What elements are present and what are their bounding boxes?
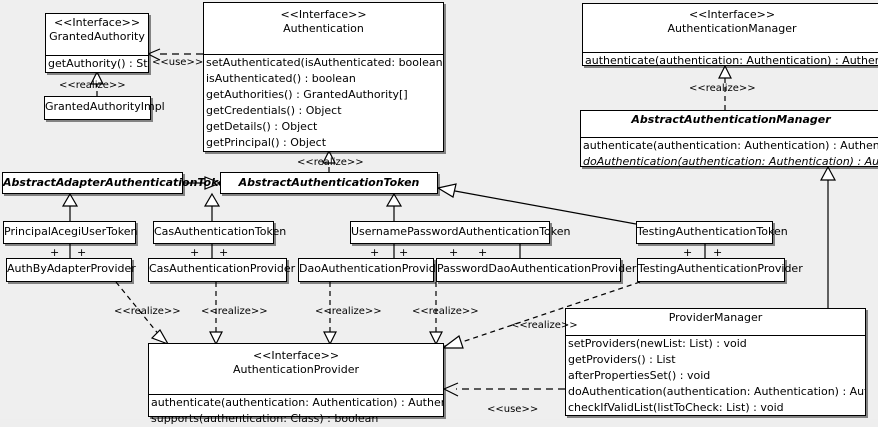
- class-name-granted-authority: GrantedAuthority: [49, 30, 145, 43]
- class-box-password-dao-authentication-provider[interactable]: PasswordDaoAuthenticationProvider: [436, 258, 637, 282]
- class-box-abstract-authentication-manager[interactable]: AbstractAuthenticationManager authentica…: [580, 110, 878, 170]
- edge-label-realize-auth-by-adapter: <<realize>>: [114, 306, 181, 317]
- class-box-provider-manager[interactable]: ProviderManager setProviders(newList: Li…: [565, 308, 866, 416]
- stereotype-interface: <<Interface>>: [280, 8, 367, 21]
- member-get-principal: getPrincipal() : Object: [206, 136, 327, 149]
- class-name-testing-authentication-provider: TestingAuthenticationProvider: [638, 262, 803, 275]
- class-members-provider-manager: setProviders(newList: List) : void getPr…: [566, 336, 865, 416]
- member-get-credentials: getCredentials() : Object: [206, 104, 342, 117]
- class-name-abstract-authentication-manager: AbstractAuthenticationManager: [631, 113, 831, 126]
- member-get-details: getDetails() : Object: [206, 120, 318, 133]
- class-box-testing-authentication-token[interactable]: TestingAuthenticationToken: [636, 221, 788, 244]
- edge-label-use-provider-manager: <<use>>: [487, 404, 539, 415]
- class-members-abstract-authentication-manager: authenticate(authentication: Authenticat…: [581, 138, 878, 170]
- class-header-authentication-manager: <<Interface>> AuthenticationManager: [583, 4, 878, 53]
- class-box-granted-authority-impl[interactable]: GrantedAuthorityImpl: [44, 96, 165, 120]
- member-set-providers: setProviders(newList: List) : void: [568, 337, 747, 350]
- class-box-authentication-provider[interactable]: <<Interface>> AuthenticationProvider aut…: [148, 343, 444, 425]
- class-name-username-password-authentication-token: UsernamePasswordAuthenticationToken: [351, 225, 571, 238]
- class-box-principal-acegi-user-token[interactable]: PrincipalAcegiUserToken: [3, 221, 138, 244]
- class-box-cas-authentication-token[interactable]: CasAuthenticationToken: [153, 221, 287, 244]
- class-header-provider-manager: ProviderManager: [566, 309, 865, 336]
- class-header-granted-authority: <<Interface>> GrantedAuthority: [46, 14, 148, 56]
- class-box-dao-authentication-provider[interactable]: DaoAuthenticationProvider: [298, 258, 447, 282]
- class-name-cas-authentication-provider: CasAuthenticationProvider: [149, 262, 296, 275]
- association-role-marker: +: [190, 246, 200, 259]
- edge-label-realize-abstract-auth-manager: <<realize>>: [689, 83, 756, 94]
- class-box-abstract-authentication-token[interactable]: AbstractAuthenticationToken: [220, 172, 438, 194]
- class-members-authentication-provider: authenticate(authentication: Authenticat…: [149, 395, 443, 427]
- member-after-properties-set: afterPropertiesSet() : void: [568, 369, 711, 382]
- class-box-username-password-authentication-token[interactable]: UsernamePasswordAuthenticationToken: [350, 221, 571, 244]
- association-role-marker: +: [50, 246, 60, 259]
- class-name-authentication: Authentication: [283, 22, 364, 35]
- edge-label-realize-password-dao-provider: <<realize>>: [412, 306, 479, 317]
- class-name-authentication-provider: AuthenticationProvider: [232, 363, 360, 376]
- association-role-marker: +: [449, 246, 459, 259]
- association-role-marker: +: [219, 246, 229, 259]
- stereotype-interface: <<Interface>>: [252, 349, 340, 362]
- class-name-cas-authentication-token: CasAuthenticationToken: [154, 225, 287, 238]
- member-do-authentication: doAuthentication(authentication: Authent…: [568, 385, 865, 398]
- class-name-abstract-authentication-token: AbstractAuthenticationToken: [238, 176, 420, 189]
- member-supports: supports(authentication: Class) : boolea…: [151, 412, 379, 425]
- class-members-granted-authority: getAuthority() : String: [46, 56, 148, 72]
- class-box-auth-by-adapter-provider[interactable]: AuthByAdapterProvider: [6, 258, 136, 282]
- class-box-testing-authentication-provider[interactable]: TestingAuthenticationProvider: [637, 258, 803, 282]
- class-name-testing-authentication-token: TestingAuthenticationToken: [637, 225, 788, 238]
- association-role-marker: +: [77, 246, 87, 259]
- association-role-marker: +: [713, 246, 723, 259]
- member-authenticate: authenticate(authentication: Authenticat…: [585, 54, 878, 67]
- stereotype-interface: <<Interface>>: [53, 16, 141, 29]
- class-header-authentication: <<Interface>> Authentication: [204, 3, 443, 55]
- edge-label-realize-abstract-token: <<realize>>: [297, 157, 364, 168]
- edge-label-use-granted-authority: <<use>>: [152, 57, 204, 68]
- member-is-authenticated: isAuthenticated() : boolean: [206, 72, 356, 85]
- edge-label-realize-cas-provider: <<realize>>: [201, 306, 268, 317]
- class-name-authentication-manager: AuthenticationManager: [667, 22, 797, 35]
- member-authenticate: authenticate(authentication: Authenticat…: [151, 396, 443, 409]
- class-box-authentication-manager[interactable]: <<Interface>> AuthenticationManager auth…: [582, 3, 878, 69]
- class-name-password-dao-authentication-provider: PasswordDaoAuthenticationProvider: [437, 262, 637, 275]
- class-box-cas-authentication-provider[interactable]: CasAuthenticationProvider: [148, 258, 296, 282]
- class-box-authentication[interactable]: <<Interface>> Authentication setAuthenti…: [203, 2, 444, 152]
- class-members-authentication-manager: authenticate(authentication: Authenticat…: [583, 53, 878, 69]
- stereotype-interface: <<Interface>>: [688, 8, 776, 21]
- member-set-authenticated: setAuthenticated(isAuthenticated: boolea…: [206, 56, 443, 69]
- member-check-if-valid-list: checkIfValidList(listToCheck: List) : vo…: [568, 401, 784, 414]
- class-header-abstract-authentication-manager: AbstractAuthenticationManager: [581, 111, 878, 138]
- association-role-marker: +: [683, 246, 693, 259]
- class-name-abstract-adapter-authentication-token: AbstractAdapterAuthenticationToken: [3, 176, 234, 189]
- class-box-abstract-adapter-authentication-token[interactable]: AbstractAdapterAuthenticationToken: [2, 172, 234, 194]
- edge-label-realize-dao-provider: <<realize>>: [315, 306, 382, 317]
- edge-label-realize-granted-authority-impl: <<realize>>: [59, 80, 126, 91]
- class-name-provider-manager: ProviderManager: [668, 311, 763, 324]
- member-get-authority: getAuthority() : String: [48, 57, 148, 70]
- class-name-principal-acegi-user-token: PrincipalAcegiUserToken: [4, 225, 138, 238]
- association-role-marker: +: [370, 246, 380, 259]
- member-get-authorities: getAuthorities() : GrantedAuthority[]: [206, 88, 408, 101]
- class-name-auth-by-adapter-provider: AuthByAdapterProvider: [7, 262, 136, 275]
- member-authenticate: authenticate(authentication: Authenticat…: [583, 139, 878, 152]
- class-name-dao-authentication-provider: DaoAuthenticationProvider: [299, 262, 447, 275]
- class-members-authentication: setAuthenticated(isAuthenticated: boolea…: [204, 55, 443, 151]
- class-name-granted-authority-impl: GrantedAuthorityImpl: [45, 100, 165, 113]
- member-do-authentication: doAuthentication(authentication: Authent…: [583, 155, 878, 168]
- class-box-granted-authority[interactable]: <<Interface>> GrantedAuthority getAuthor…: [45, 13, 149, 73]
- member-get-providers: getProviders() : List: [568, 353, 676, 366]
- edge-label-realize-provider-manager: <<realize>>: [511, 320, 578, 331]
- association-role-marker: +: [478, 246, 488, 259]
- association-role-marker: +: [399, 246, 409, 259]
- class-header-authentication-provider: <<Interface>> AuthenticationProvider: [149, 344, 443, 395]
